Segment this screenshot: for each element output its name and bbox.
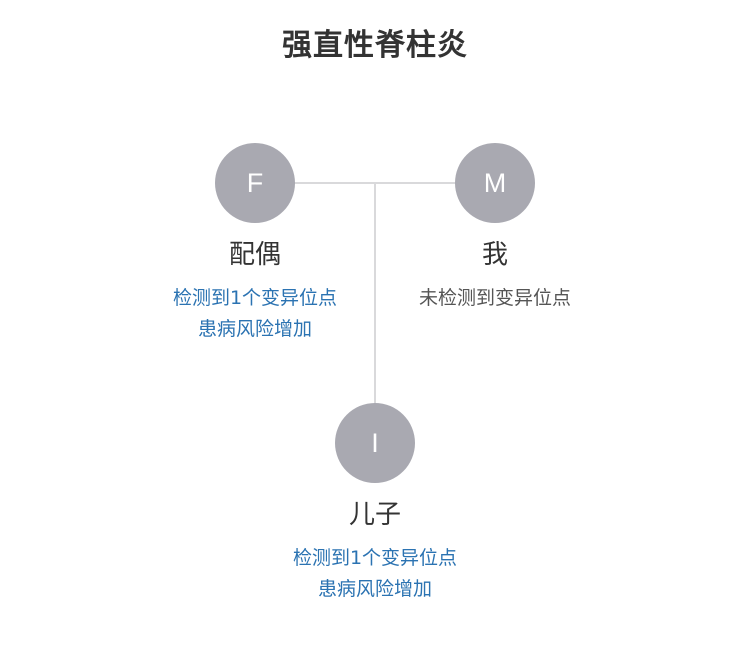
child-result-line-2: 患病风险增加 [317,578,432,600]
mother-result-line-1: 未检测到变异位点 [418,287,571,309]
child-result-line-1: 检测到1个变异位点 [292,547,458,569]
father-node-circle: F [215,143,295,223]
father-result: 检测到1个变异位点 患病风险增加 [130,283,380,345]
child-label: 儿子 [348,500,401,530]
father-result-line-1: 检测到1个变异位点 [172,287,338,309]
mother-node-circle: M [455,143,535,223]
child-result: 检测到1个变异位点 患病风险增加 [250,543,500,605]
child-node-circle: I [335,403,415,483]
child-connector-line [374,183,376,413]
mother-result: 未检测到变异位点 [370,283,620,314]
diagram-title: 强直性脊柱炎 [282,28,468,63]
father-label: 配偶 [228,240,281,270]
father-result-line-2: 患病风险增加 [197,318,312,340]
mother-label: 我 [481,240,508,270]
